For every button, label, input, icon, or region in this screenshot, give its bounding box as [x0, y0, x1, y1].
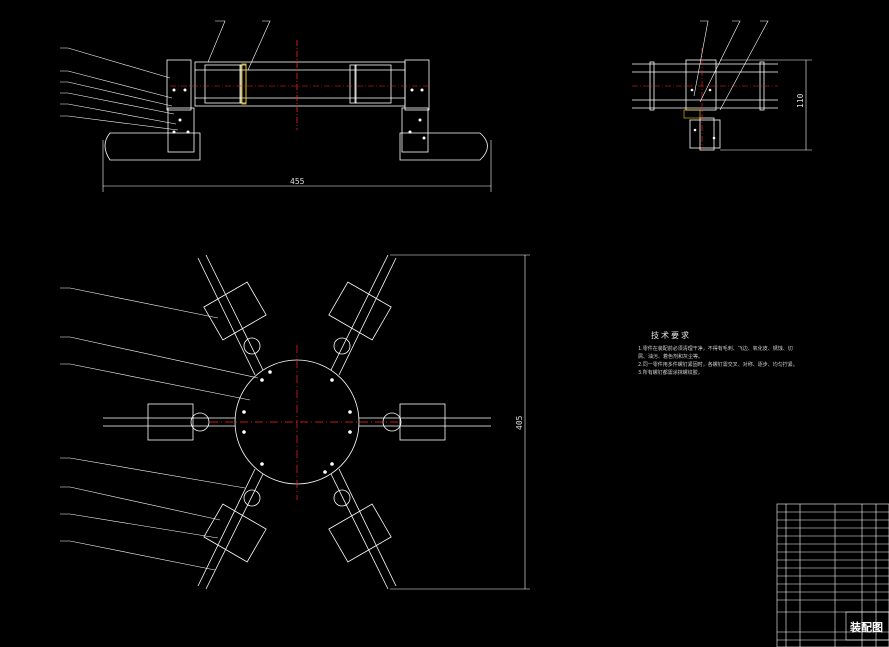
- leg-lower-right: [328, 468, 397, 590]
- left-leg-lower: [167, 107, 195, 153]
- side-leaders: [693, 20, 769, 111]
- dim-405-text: 405: [515, 415, 524, 430]
- right-leg-upper: [404, 59, 430, 111]
- dim-110-text: 110: [796, 93, 805, 108]
- dim-455-text: 455: [290, 177, 305, 186]
- left-leg-upper: [166, 59, 192, 111]
- leg-upper-right: [328, 254, 397, 376]
- note-line-1: 1.零件在装配前必须清理干净，不得有毛刺、飞边、氧化皮、锈蚀、切: [638, 346, 793, 352]
- note-line-2: 屑、油污、着色剂和灰尘等。: [638, 354, 704, 360]
- plan-leaders: [60, 287, 259, 571]
- front-view: [104, 59, 488, 161]
- note-line-4: 3.所有螺钉都需涂抹螺纹胶。: [638, 370, 703, 376]
- right-leg-lower: [401, 107, 429, 153]
- technical-requirements-title: 技术要求: [651, 331, 691, 340]
- leg-lower-left: [197, 468, 267, 590]
- plan-centerlines: [210, 345, 400, 500]
- plan-view: [103, 254, 491, 590]
- leg-left: [103, 403, 235, 441]
- dim-405: [390, 254, 530, 590]
- spring-highlight: [241, 63, 247, 105]
- front-leaders: [60, 20, 271, 131]
- leg-upper-left: [197, 254, 267, 376]
- note-line-3: 2.同一零件用多件螺钉紧固时，各螺钉需交叉、对称、逐步、均匀拧紧。: [638, 362, 798, 368]
- title-block-name: 装配图: [850, 621, 883, 634]
- title-block: [776, 503, 889, 647]
- dim-110: [720, 59, 812, 151]
- base-foot: [104, 132, 488, 161]
- beam: [194, 61, 406, 107]
- dim-455: [102, 140, 492, 192]
- side-view: [632, 59, 778, 151]
